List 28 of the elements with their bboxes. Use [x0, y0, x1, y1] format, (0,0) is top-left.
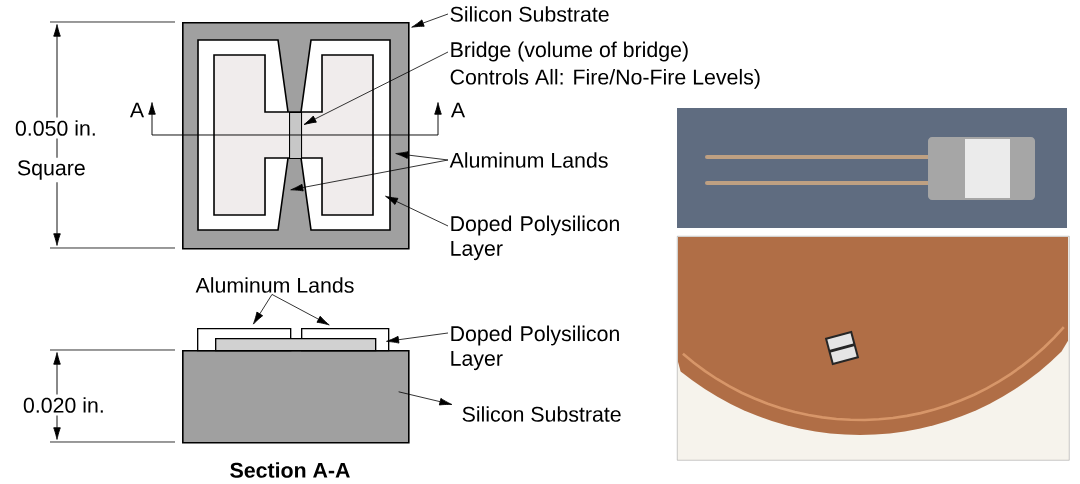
section-marker: A — [450, 102, 466, 118]
leader-line — [411, 13, 449, 28]
polysilicon-layer — [215, 338, 377, 352]
leader-line — [386, 332, 449, 344]
leader-line — [252, 294, 273, 325]
leader-line — [271, 294, 330, 326]
dimension-label: Square — [14, 157, 89, 183]
bridge — [289, 112, 303, 160]
part-label: Doped Polysilicon Layer — [451, 215, 619, 261]
polysilicon-layer — [213, 54, 374, 216]
part-label: Silicon Substrate — [462, 406, 621, 422]
leader-line — [303, 51, 449, 125]
part-label: Aluminum Lands — [449, 152, 608, 168]
coin-photo — [677, 236, 1070, 461]
part-label: Doped Polysilicon Layer — [451, 325, 619, 371]
part-label: Aluminum Lands — [195, 277, 354, 293]
leader-line — [385, 195, 449, 227]
part-label: Bridge (volume of bridge) Controls All: Fire/No-Fire Levels) — [450, 41, 760, 89]
substrate-block — [182, 350, 410, 444]
dimension-label: 0.020 in. — [20, 394, 108, 416]
leader-line — [290, 159, 449, 192]
device-photo — [677, 108, 1067, 228]
part-label: Silicon Substrate — [450, 6, 609, 22]
leader-line — [398, 391, 453, 406]
leader-line — [395, 151, 449, 161]
section-marker: A — [129, 102, 145, 118]
dimension-label: 0.050 in. — [12, 117, 100, 139]
section-title: Section A-A — [230, 462, 350, 478]
